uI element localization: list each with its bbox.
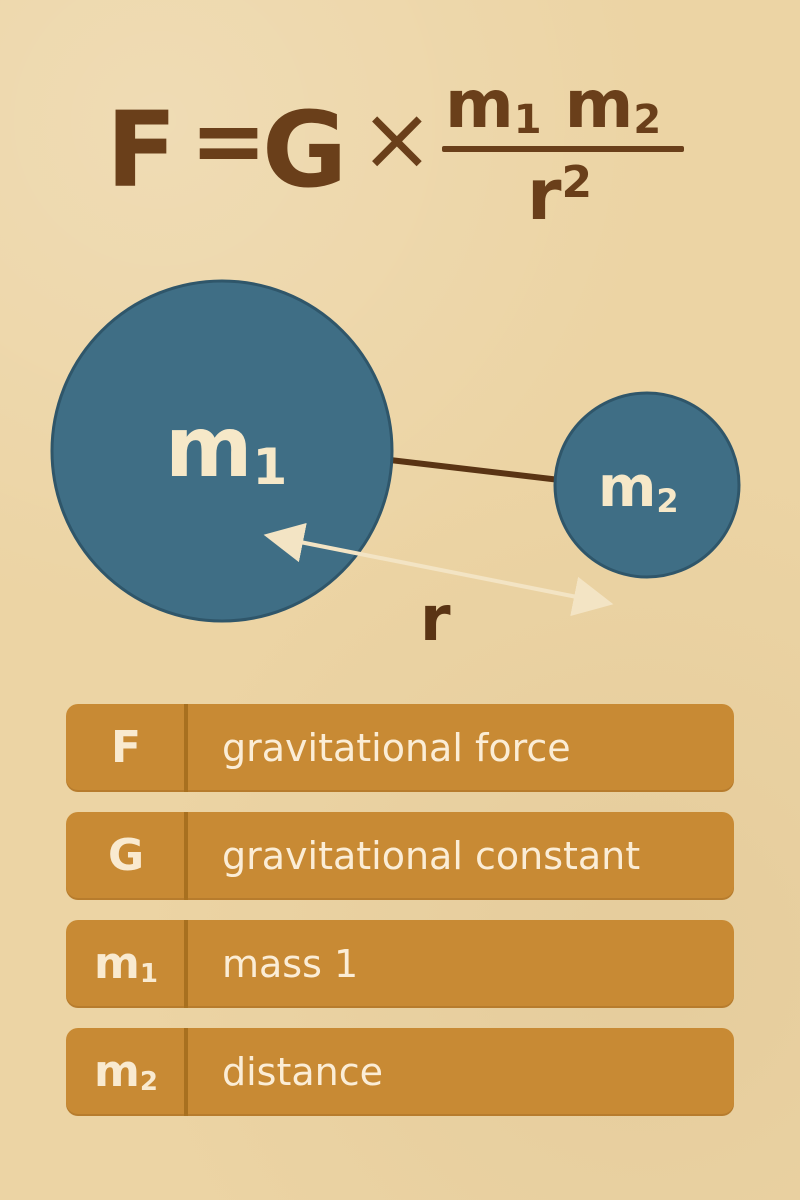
mass1-label: m1 (165, 405, 287, 492)
legend-description: mass 1 (222, 942, 359, 986)
legend-symbol: F (66, 704, 186, 792)
mass2-subscript: 2 (656, 482, 679, 520)
legend-symbol: m2 (66, 1028, 186, 1116)
distance-arrow (263, 522, 614, 617)
mass1-letter: m (165, 398, 253, 496)
legend-row-mass2: m2 distance (66, 1028, 734, 1116)
fraction-bar (442, 146, 684, 152)
numerator-mass1-subscript: 1 (513, 97, 542, 143)
numerator-mass2-subscript: 2 (633, 97, 662, 143)
numerator-mass2-letter: m (564, 66, 634, 143)
legend-symbol-letter: m (94, 938, 140, 989)
legend-row-force: F gravitational force (66, 704, 734, 792)
legend-description: distance (222, 1050, 384, 1094)
formula-force-symbol: F (106, 89, 177, 211)
mass1-subscript: 1 (252, 438, 288, 496)
legend-symbol-subscript: 1 (139, 959, 158, 989)
legend-symbol: G (66, 812, 186, 900)
formula-equals-sign: = (190, 87, 267, 194)
legend-symbol: m1 (66, 920, 186, 1008)
formula-constant-symbol: G (262, 89, 347, 211)
legend-symbol-letter: m (94, 1046, 140, 1097)
numerator-mass1-letter: m (445, 66, 514, 143)
legend-symbol-subscript: 2 (139, 1067, 158, 1097)
formula: F = G × m1 m2 r2 (0, 0, 800, 250)
legend-description: gravitational constant (222, 834, 641, 878)
denominator-distance-letter: r (527, 154, 562, 236)
legend-row-mass1: m1 mass 1 (66, 920, 734, 1008)
legend-divider (184, 704, 188, 792)
legend-divider (184, 812, 188, 900)
legend-row-constant: G gravitational constant (66, 812, 734, 900)
formula-multiply-sign: × (360, 87, 434, 190)
legend-symbol-letter: F (110, 722, 142, 773)
formula-denominator: r2 (527, 160, 592, 230)
mass2-letter: m (598, 455, 657, 520)
legend-description: gravitational force (222, 726, 571, 770)
formula-numerator: m1 m2 (445, 72, 662, 143)
mass-diagram-graphic (50, 279, 741, 623)
denominator-exponent: 2 (561, 157, 593, 208)
connector-line (389, 457, 561, 483)
mass2-label: m2 (598, 460, 679, 520)
distance-label: r (420, 582, 451, 655)
legend: F gravitational force G gravitational co… (66, 704, 734, 1116)
legend-divider (184, 1028, 188, 1116)
legend-symbol-letter: G (107, 830, 145, 881)
legend-divider (184, 920, 188, 1008)
mass-diagram: m1 m2 r (0, 270, 800, 670)
